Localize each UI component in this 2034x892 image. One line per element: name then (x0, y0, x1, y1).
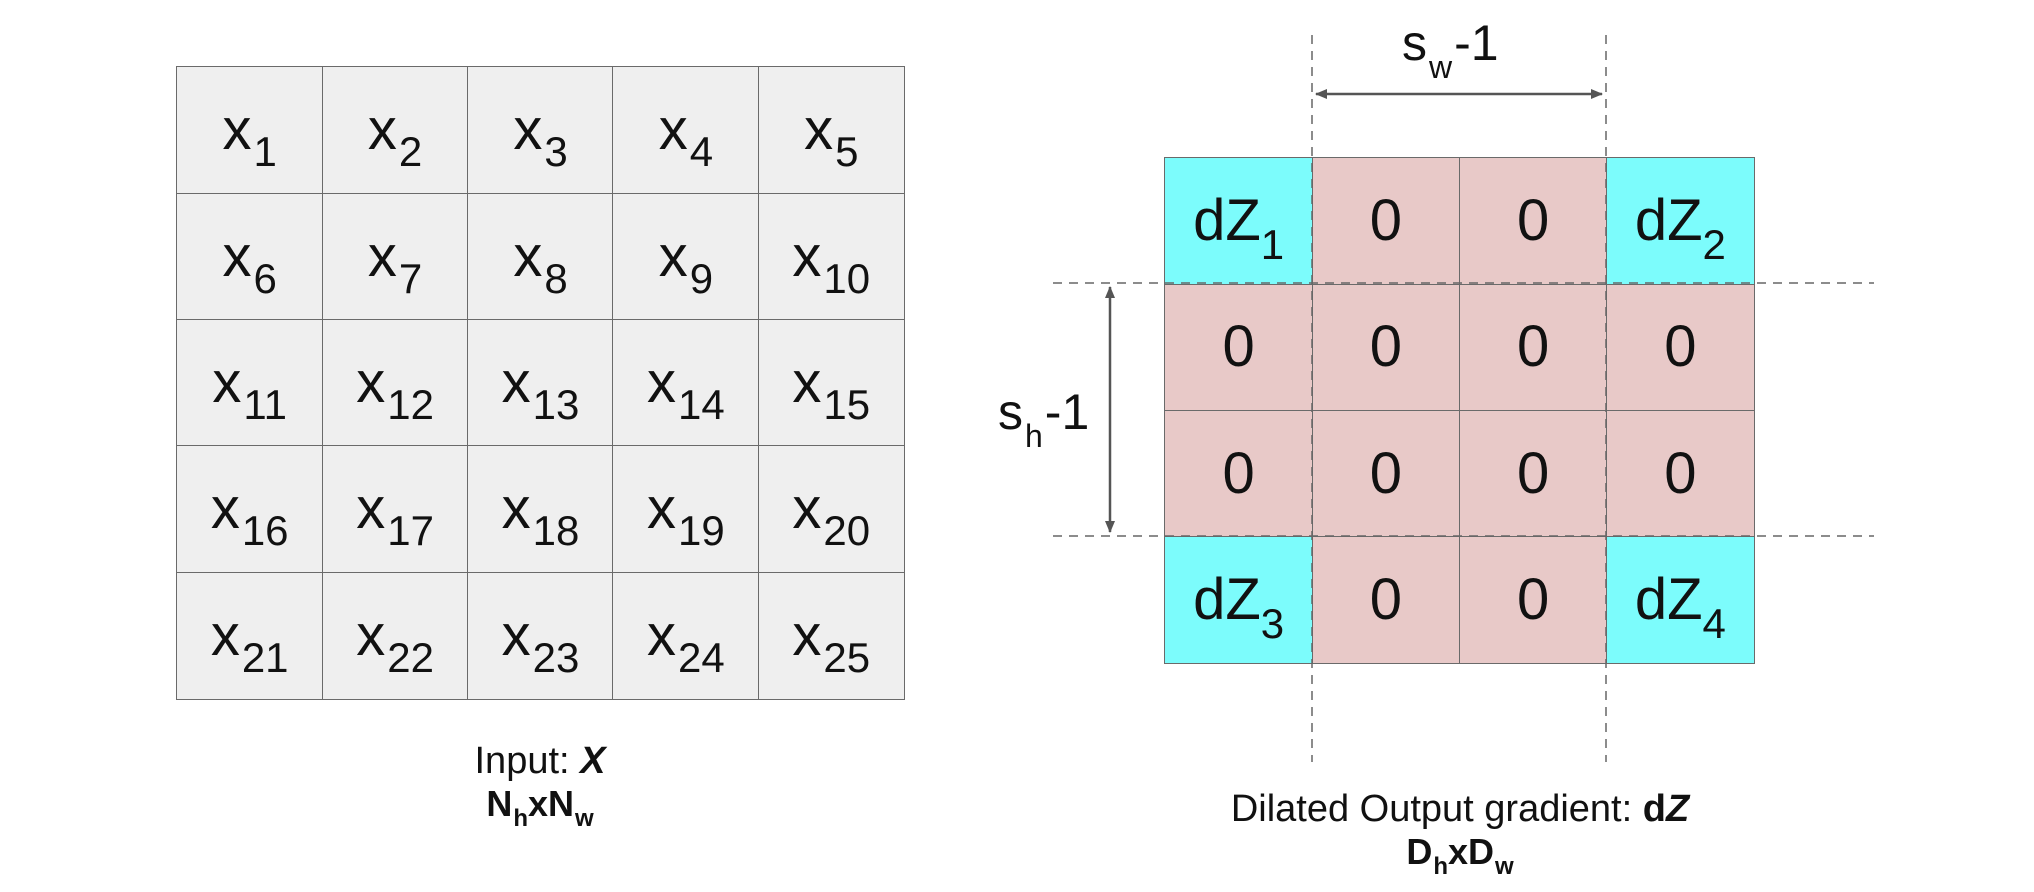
input-caption: Input: X NhxNw (340, 740, 740, 832)
zero-cell: 0 (1458, 409, 1608, 538)
zero-cell: 0 (1311, 536, 1461, 664)
zero-cell: 0 (1458, 157, 1608, 285)
zero-cell: 0 (1311, 157, 1461, 285)
output-caption: Dilated Output gradient: dZ DhxDw (1160, 788, 1760, 880)
output-dimensions: DhxDw (1406, 831, 1514, 880)
zero-cell: 0 (1311, 283, 1461, 412)
zero-cell: 0 (1458, 283, 1608, 412)
zero-cell: 0 (1164, 283, 1313, 412)
zero-cell: 0 (1606, 409, 1755, 538)
zero-cell: 0 (1606, 283, 1755, 412)
stride-h-label: sh-1 (998, 384, 1090, 454)
input-dimensions: NhxNw (486, 783, 594, 832)
stride-w-label: sw-1 (1402, 15, 1499, 85)
zero-cell: 0 (1458, 536, 1608, 664)
zero-cell: 0 (1164, 409, 1313, 538)
zero-cell: 0 (1311, 409, 1461, 538)
